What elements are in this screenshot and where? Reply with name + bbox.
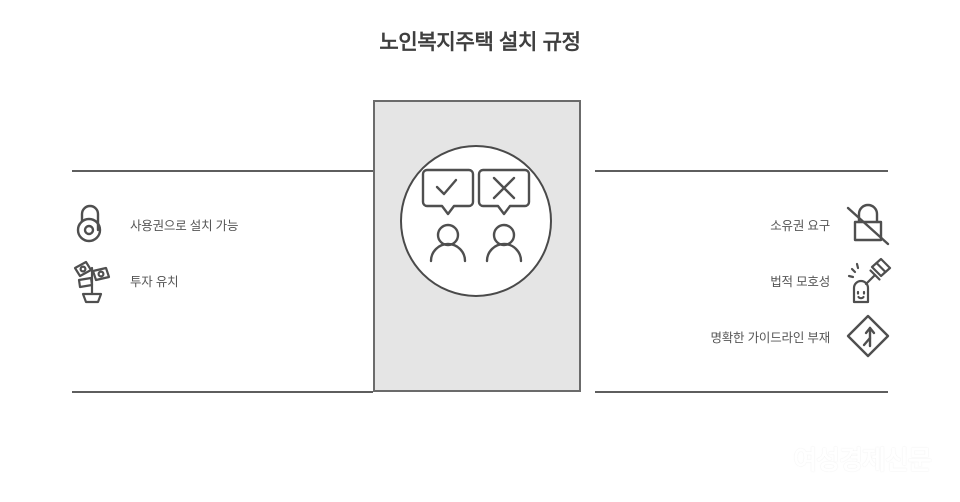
list-item-right-0[interactable]: 소유권 요구: [770, 200, 892, 248]
divider-line-right-bottom: [595, 391, 888, 393]
gavel-icon: [844, 256, 892, 304]
money-plant-icon: [68, 256, 116, 304]
two-people-agree-disagree-icon: [421, 166, 531, 276]
divider-line-left-top: [72, 170, 373, 172]
list-item-right-0-label: 소유권 요구: [770, 218, 830, 233]
list-item-right-2[interactable]: 명확한 가이드라인 부재: [710, 312, 892, 360]
diamond-road-sign-arrow-icon: [844, 312, 892, 360]
list-item-left-1-label: 투자 유치: [130, 274, 179, 289]
list-item-right-2-label: 명확한 가이드라인 부재: [710, 330, 830, 345]
divider-line-left-bottom: [72, 391, 373, 393]
divider-line-right-top: [595, 170, 888, 172]
list-item-right-1[interactable]: 법적 모호성: [770, 256, 892, 304]
locked-padlock-crossed-out-icon: [844, 200, 892, 248]
list-item-right-1-label: 법적 모호성: [770, 274, 830, 289]
list-item-left-0[interactable]: 사용권으로 설치 가능: [68, 200, 238, 248]
watermark: 여성경제신문: [793, 445, 932, 475]
open-padlock-icon: [68, 200, 116, 248]
list-item-left-0-label: 사용권으로 설치 가능: [130, 218, 239, 233]
page-title: 노인복지주택 설치 규정: [379, 31, 581, 54]
list-item-left-1[interactable]: 투자 유치: [68, 256, 179, 304]
